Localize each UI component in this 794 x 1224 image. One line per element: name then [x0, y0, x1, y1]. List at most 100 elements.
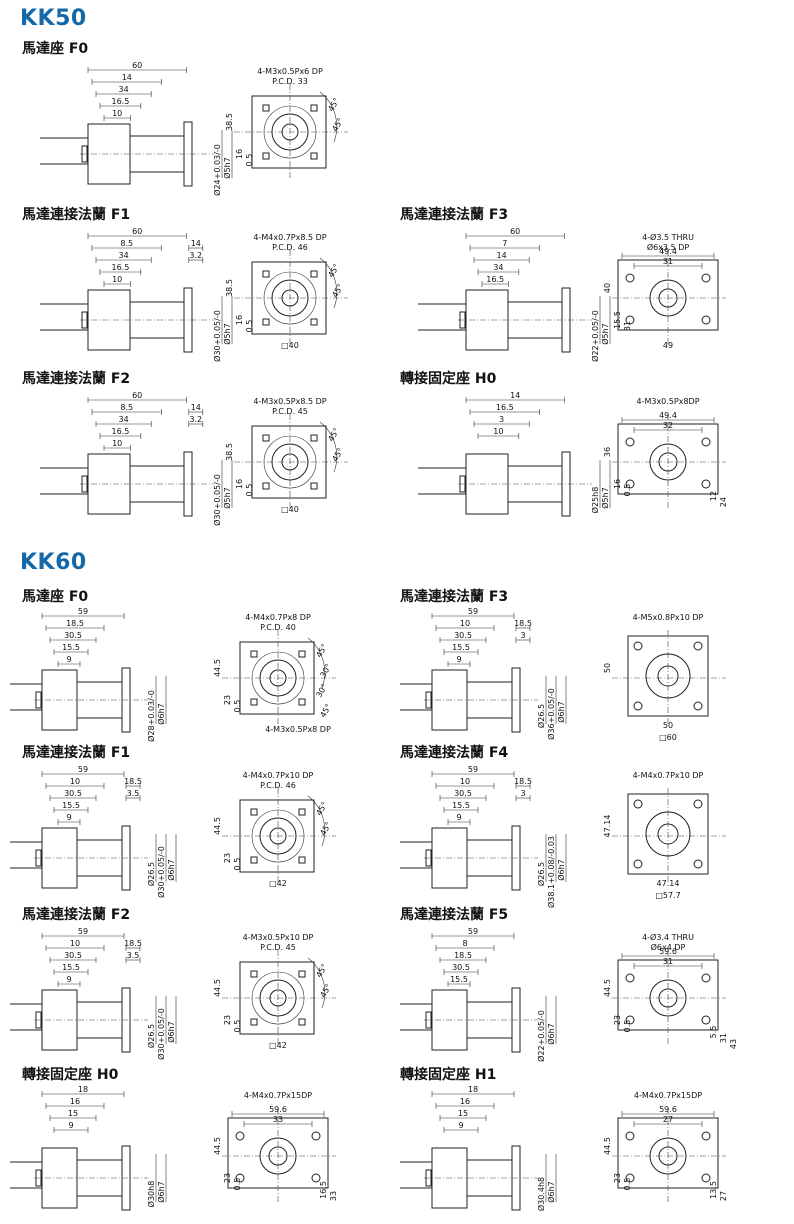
dimension-label: 44.5 [213, 1137, 222, 1155]
angle-label: 45° [326, 96, 341, 113]
dimension-label: 34 [493, 263, 503, 272]
dimension-label: 13.5 [709, 1181, 718, 1199]
dimension-label: Ø5h7 [600, 487, 610, 509]
section-title: 馬達連接法蘭 F1 [22, 745, 131, 761]
dimension-label: 9 [458, 1121, 463, 1130]
dimension-label: 4-M4x0.7Px10 DP [243, 771, 314, 780]
angle-label: 30° [318, 662, 333, 679]
dimension-label: 14 [510, 391, 520, 400]
dimension-label: 4-M5x0.8Px10 DP [633, 613, 704, 622]
dimension-label: 0.5 [245, 484, 254, 497]
dimension-label: 4-M3x0.5Px10 DP [243, 933, 314, 942]
dimension-label: 23 [223, 695, 232, 705]
dimension-label: 14 [191, 403, 201, 412]
dimension-label: 9 [456, 655, 461, 664]
angle-label: 45° [318, 982, 333, 999]
angle-label: 45° [318, 702, 333, 719]
section-title: 馬達連接法蘭 F4 [400, 745, 509, 761]
dimension-label: □40 [281, 341, 299, 350]
angle-label: 45° [314, 800, 329, 817]
dimension-label: Ø30h8 [146, 1181, 156, 1208]
angle-label: 45° [330, 116, 345, 133]
dimension-label: 4-M3x0.5Px8.5 DP [253, 397, 326, 406]
dimension-label: P.C.D. 45 [272, 407, 308, 416]
dimension-label: Ø30+0.05/-0 [156, 1008, 166, 1060]
dimension-label: 16.5 [111, 263, 129, 272]
dimension-label: 30.5 [64, 789, 82, 798]
dimension-label: 10 [70, 777, 80, 786]
dimension-label: 16.5 [496, 403, 514, 412]
dimension-label: 59 [468, 927, 478, 936]
dimension-label: Ø25h8 [590, 487, 600, 514]
dimension-label: 50 [603, 663, 612, 673]
series-title-kk60: KK60 [20, 550, 87, 575]
dimension-label: 31 [719, 1033, 728, 1043]
dimension-label: Ø22+0.05/-0 [536, 1010, 546, 1062]
angle-label: 45° [326, 426, 341, 443]
dimension-label: 0.5 [623, 1178, 632, 1191]
dimension-label: 60 [510, 227, 520, 236]
dimension-label: □42 [269, 879, 287, 888]
section-title: 馬達連接法蘭 F2 [22, 371, 131, 387]
dimension-label: 50 [663, 721, 673, 730]
dimension-label: 23 [223, 1173, 232, 1183]
dimension-label: 4-M4x0.7Px10 DP [633, 771, 704, 780]
dimension-label: 59 [78, 607, 88, 616]
dimension-label: 16 [235, 479, 244, 489]
dimension-label: 14 [191, 239, 201, 248]
dimension-label: 60 [132, 391, 142, 400]
dimension-label: Ø30.4h8 [536, 1177, 546, 1211]
dimension-label: 43 [729, 1039, 738, 1049]
dimension-label: Ø5h7 [222, 487, 232, 509]
dimension-label: 23 [613, 1015, 622, 1025]
dimension-label: 36 [603, 447, 612, 457]
dimension-label: 0.5 [623, 1020, 632, 1033]
dimension-label: 8 [462, 939, 467, 948]
angle-label: 45° [326, 262, 341, 279]
dimension-label: 44.5 [213, 817, 222, 835]
dimension-label: 44.5 [603, 979, 612, 997]
dimension-label: 14 [497, 251, 507, 260]
dimension-label: Ø28+0.03/-0 [146, 690, 156, 742]
section-title: 馬達連接法蘭 F3 [400, 589, 509, 605]
dimension-label: 59 [78, 765, 88, 774]
dimension-label: 15.5 [62, 963, 80, 972]
dimension-label: 9 [66, 813, 71, 822]
dimension-label: 30.5 [64, 951, 82, 960]
dimension-label: 3.2 [189, 251, 202, 260]
dimension-label: □40 [281, 505, 299, 514]
dimension-label: 10 [112, 439, 122, 448]
dimension-label: Ø38.1+0.08/-0.03 [546, 836, 556, 908]
dimension-label: Ø6h7 [546, 1181, 556, 1203]
dimension-label: Ø24+0.03/-0 [212, 144, 222, 196]
dimension-label: 3 [520, 631, 525, 640]
dimension-label: 38.5 [225, 113, 234, 131]
dimension-label: Ø6h7 [166, 859, 176, 881]
dimension-label: 18.5 [124, 777, 142, 786]
dimension-label: Ø30+0.05/-0 [212, 310, 222, 362]
dimension-label: P.C.D. 46 [260, 781, 296, 790]
dimension-label: 49.4 [659, 411, 677, 420]
dimension-label: 30.5 [454, 789, 472, 798]
dimension-label: Ø22+0.05/-0 [590, 310, 600, 362]
dimension-label: 30.5 [64, 631, 82, 640]
dimension-label: 3.2 [189, 415, 202, 424]
dimension-label: 16 [613, 479, 622, 489]
